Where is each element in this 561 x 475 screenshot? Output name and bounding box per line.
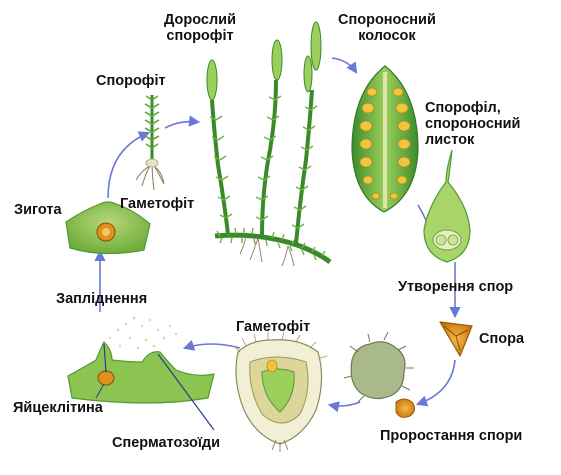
arrow-zygote-to-sporophyte — [108, 133, 148, 198]
label-adult-sporophyte-line1: Дорослий — [164, 12, 236, 28]
spore-spike-illustration — [352, 66, 418, 212]
adult-sporophyte-illustration — [207, 22, 330, 266]
label-adult-sporophyte-line2: спорофіт — [164, 28, 236, 44]
arrow-gametophyte-to-fertilization — [185, 344, 240, 348]
arrow-spore-to-germination — [418, 360, 455, 404]
arrow-adult-to-spike — [332, 58, 356, 72]
spore-illustration — [440, 322, 472, 356]
label-zygote: Зигота — [14, 202, 62, 218]
label-spore-spike-line2: колосок — [338, 28, 436, 44]
label-sporophyte: Спорофіт — [96, 73, 166, 89]
label-sporophyll-line1: Спорофіл, — [425, 100, 520, 116]
label-sporophyll-line3: листок — [425, 132, 520, 148]
label-spore-germination: Проростання спори — [380, 428, 522, 444]
label-gametophyte-top: Гаметофіт — [120, 196, 194, 212]
label-gametophyte-bottom: Гаметофіт — [236, 319, 310, 335]
label-spermatozoids: Сперматозоїди — [112, 435, 220, 451]
label-sporophyll-line2: спороносний — [425, 116, 520, 132]
gametophyte-illustration — [234, 332, 327, 452]
arrow-germination-to-gametophyte — [330, 402, 360, 406]
label-spore-spike: Спороносний колосок — [338, 12, 436, 44]
label-adult-sporophyte: Дорослий спорофіт — [164, 12, 236, 44]
label-fertilization: Запліднення — [56, 291, 147, 307]
label-spore-formation: Утворення спор — [398, 279, 513, 295]
sporophyll-illustration — [424, 150, 470, 262]
label-spore-spike-line1: Спороносний — [338, 12, 436, 28]
label-egg-cell: Яйцеклітина — [13, 400, 103, 416]
label-sporophyll: Спорофіл, спороносний листок — [425, 100, 520, 148]
young-sporophyte-illustration — [136, 95, 164, 190]
arrow-sporophyte-to-adult — [165, 122, 198, 128]
label-spore: Спора — [479, 331, 524, 347]
